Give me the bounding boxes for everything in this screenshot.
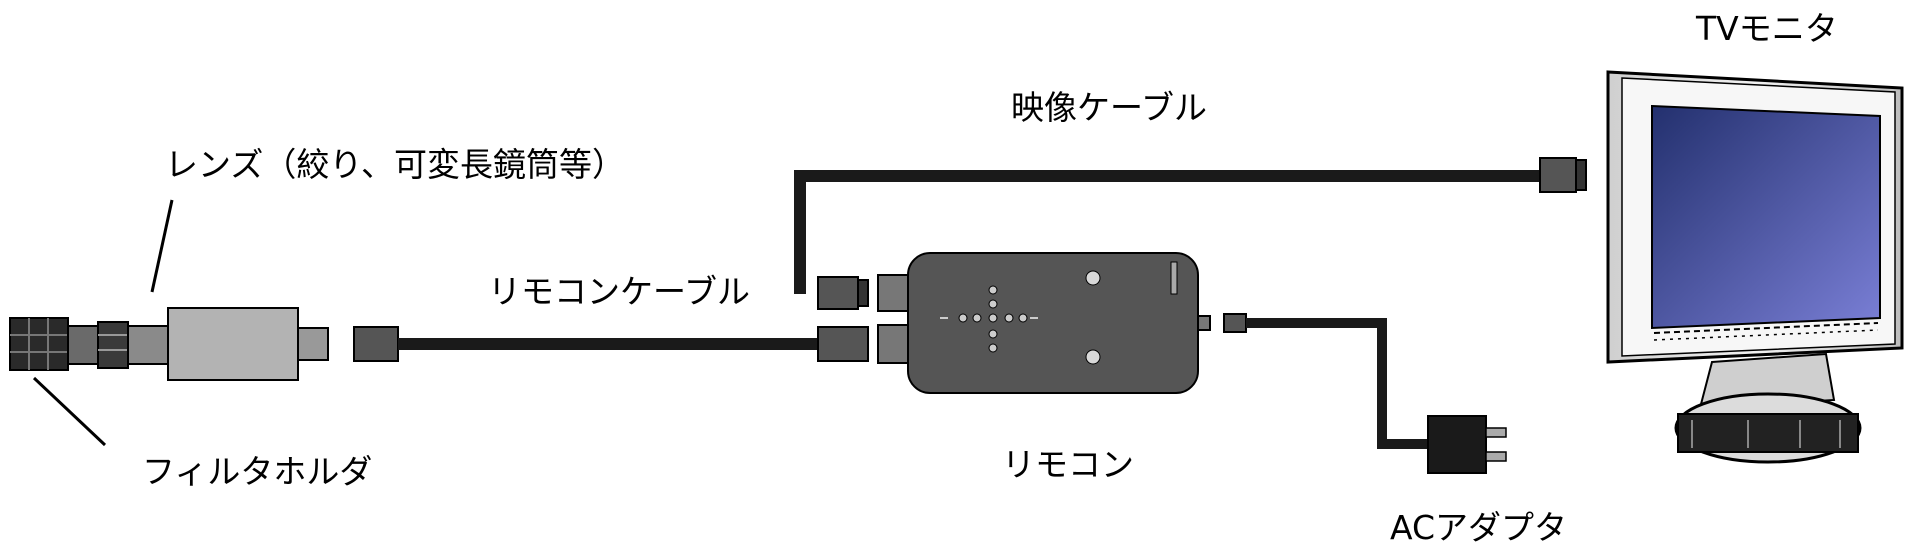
ac-adapter-cable bbox=[1223, 313, 1430, 449]
tv-screen bbox=[1651, 104, 1881, 330]
remote-control-unit bbox=[907, 252, 1211, 394]
ac-adapter bbox=[1427, 415, 1507, 474]
remote-button bbox=[1085, 270, 1101, 286]
remote-cable bbox=[398, 324, 911, 364]
remote-indicator bbox=[1170, 261, 1178, 295]
filter-leader-line bbox=[32, 376, 107, 447]
camera-assembly bbox=[9, 307, 399, 381]
filter-holder bbox=[9, 317, 69, 371]
remote-cable-label: リモコンケーブル bbox=[488, 272, 751, 311]
tv-monitor bbox=[1606, 70, 1904, 464]
ac-adapter-label: ACアダプタ bbox=[1390, 508, 1568, 547]
tv-monitor-label: TVモニタ bbox=[1696, 9, 1838, 48]
remote-button bbox=[1085, 349, 1101, 365]
direction-pad bbox=[958, 285, 1028, 353]
video-cable bbox=[794, 157, 1587, 312]
video-cable-label: 映像ケーブル bbox=[1011, 88, 1208, 127]
lens-ring bbox=[67, 325, 99, 365]
remote-label: リモコン bbox=[1002, 445, 1134, 484]
camera-body bbox=[167, 307, 299, 381]
lens-leader-line bbox=[150, 199, 174, 293]
lens-label: レンズ（絞り、可変長鏡筒等） bbox=[165, 145, 626, 184]
filter-holder-label: フィルタホルダ bbox=[142, 452, 373, 491]
